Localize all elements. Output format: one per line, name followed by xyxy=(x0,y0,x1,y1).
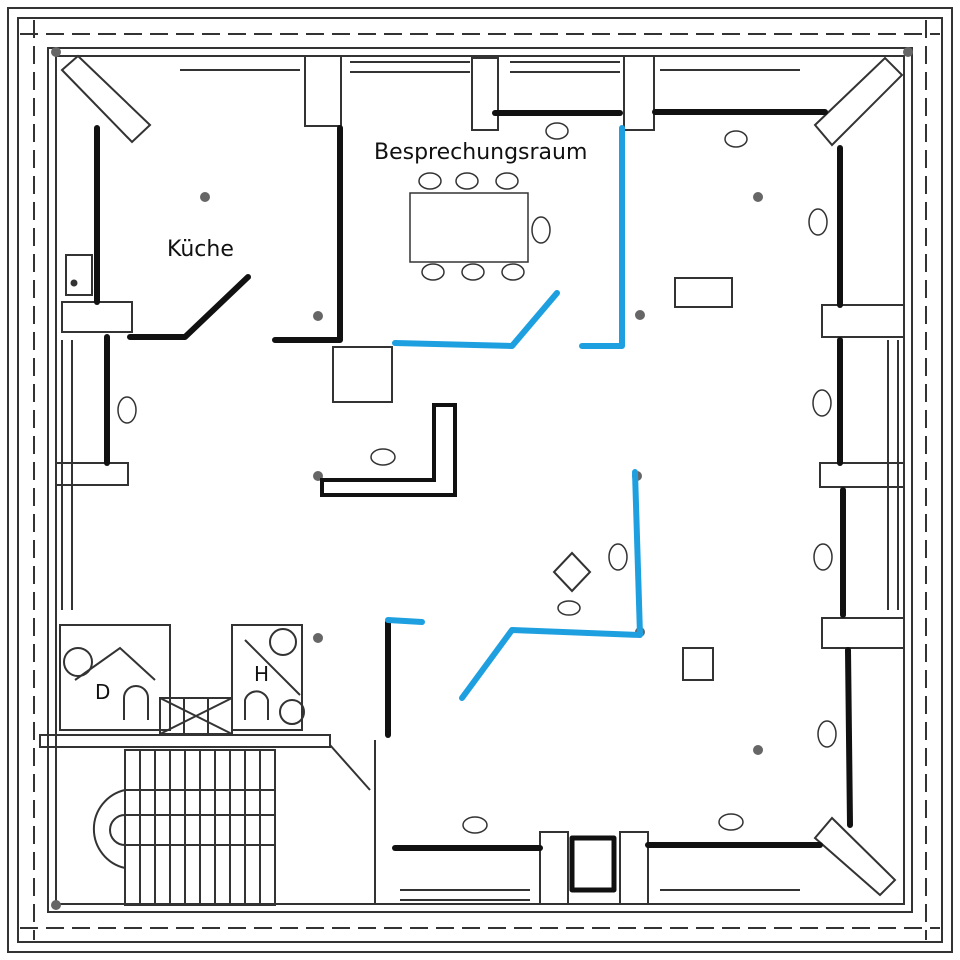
room-label-wc-men: H xyxy=(254,662,270,686)
room-label-meeting: Besprechungsraum xyxy=(374,140,588,165)
new-walls xyxy=(385,125,643,701)
existing-walls xyxy=(94,109,853,893)
outer-walls xyxy=(7,7,953,953)
room-label-kitchen: Küche xyxy=(167,237,234,262)
staircase xyxy=(92,749,276,906)
ceiling-lights xyxy=(117,122,837,834)
room-label-wc-women: D xyxy=(95,680,111,704)
l-shaped-wall xyxy=(320,403,457,497)
meeting-table-set xyxy=(409,172,551,281)
columns xyxy=(51,47,913,910)
